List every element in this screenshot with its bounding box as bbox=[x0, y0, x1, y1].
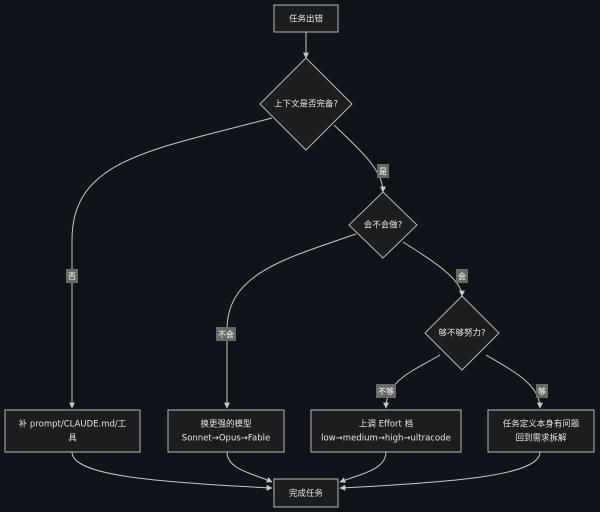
svg-text:补 prompt/CLAUDE.md/工: 补 prompt/CLAUDE.md/工 bbox=[19, 419, 127, 430]
svg-text:任务定义本身有问题: 任务定义本身有问题 bbox=[503, 419, 580, 430]
node-fix-prompt: 补 prompt/CLAUDE.md/工 具 bbox=[4, 409, 141, 453]
svg-text:上调 Effort 档: 上调 Effort 档 bbox=[359, 419, 413, 430]
svg-text:会: 会 bbox=[458, 271, 466, 281]
svg-text:不够: 不够 bbox=[378, 386, 394, 396]
node-switch-model: 换更强的模型 Sonnet→Opus→Fable bbox=[167, 409, 285, 453]
svg-text:不会: 不会 bbox=[218, 329, 234, 339]
node-effort-decision: 够不够努力? bbox=[424, 295, 500, 371]
svg-text:否: 否 bbox=[68, 272, 76, 281]
edge-label-enough: 够 bbox=[536, 384, 548, 398]
svg-text:够: 够 bbox=[538, 386, 546, 396]
node-start: 任务出错 bbox=[273, 4, 339, 33]
svg-text:够不够努力?: 够不够努力? bbox=[438, 328, 485, 339]
svg-text:回到需求拆解: 回到需求拆解 bbox=[515, 433, 567, 444]
edge-switchmodel-to-done bbox=[226, 451, 273, 483]
edge-effort-enough bbox=[485, 354, 543, 409]
svg-text:具: 具 bbox=[68, 434, 77, 444]
svg-text:上下文是否完备?: 上下文是否完备? bbox=[274, 99, 338, 110]
edge-label-not-enough: 不够 bbox=[376, 384, 396, 398]
edge-redefine-to-done bbox=[339, 451, 541, 491]
svg-text:low→medium→high→ultracode: low→medium→high→ultracode bbox=[321, 434, 451, 444]
edge-label-no: 否 bbox=[66, 269, 78, 283]
svg-text:是: 是 bbox=[379, 167, 387, 176]
node-can-do-decision: 会不会做? bbox=[348, 191, 418, 259]
node-done: 完成任务 bbox=[273, 478, 339, 508]
node-context-decision: 上下文是否完备? bbox=[259, 57, 353, 151]
svg-text:任务出错: 任务出错 bbox=[289, 14, 324, 25]
edge-effort-not-enough bbox=[383, 354, 441, 409]
edge-raiseeffort-to-done bbox=[339, 451, 387, 483]
svg-text:换更强的模型: 换更强的模型 bbox=[200, 419, 252, 430]
svg-text:会不会做?: 会不会做? bbox=[364, 220, 403, 231]
edge-cando-cannot bbox=[224, 233, 357, 409]
edge-context-yes bbox=[333, 124, 386, 193]
edge-fixprompt-to-done bbox=[71, 451, 273, 491]
edge-label-yes: 是 bbox=[377, 164, 389, 178]
svg-text:Sonnet→Opus→Fable: Sonnet→Opus→Fable bbox=[182, 434, 270, 444]
edge-label-cannot: 不会 bbox=[216, 327, 236, 341]
edge-cando-can bbox=[402, 241, 465, 297]
node-raise-effort: 上调 Effort 档 low→medium→high→ultracode bbox=[310, 409, 462, 453]
node-redefine: 任务定义本身有问题 回到需求拆解 bbox=[487, 409, 595, 453]
edge-label-can: 会 bbox=[456, 269, 468, 283]
svg-text:完成任务: 完成任务 bbox=[289, 488, 324, 499]
edge-context-no bbox=[69, 117, 273, 409]
